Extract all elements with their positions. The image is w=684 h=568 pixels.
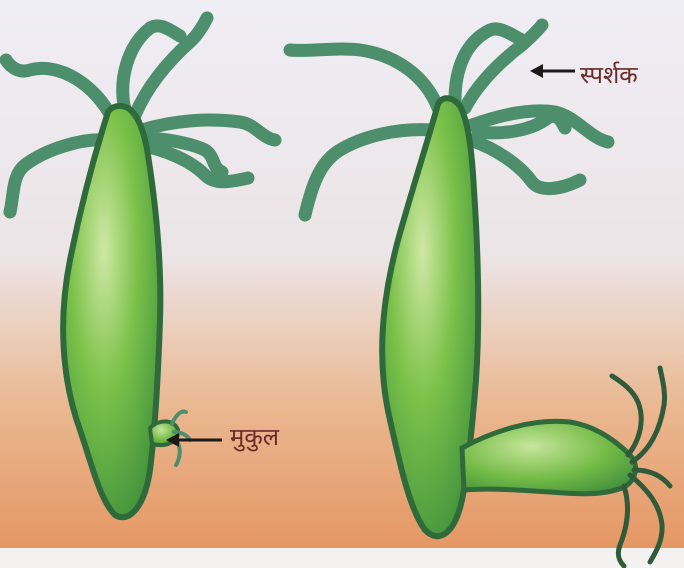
page-bottom-edge: [0, 548, 684, 568]
label-bud: मुकुल: [230, 420, 279, 453]
label-tentacle: स्पर्शक: [580, 58, 638, 91]
